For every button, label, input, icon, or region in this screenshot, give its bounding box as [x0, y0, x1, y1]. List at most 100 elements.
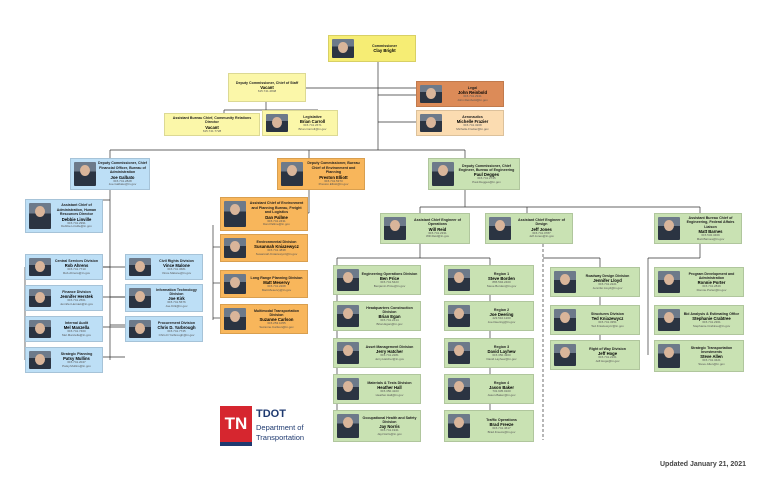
hq-construction-photo — [337, 305, 359, 327]
node-name: Jennifer Lloyd — [593, 278, 622, 284]
node-email: John.Reinbold@tn.gov — [457, 97, 488, 102]
finance-photo — [29, 289, 51, 307]
node-title: Commissioner — [372, 43, 397, 48]
node-title: Strategic Planning — [60, 351, 93, 356]
region-4-photo — [448, 378, 470, 400]
node-name: Mel Manzella — [63, 325, 90, 331]
node-phone: 615.741.2281 — [380, 353, 399, 358]
logo-line-3: Transportation — [256, 433, 305, 442]
node-name: Jason Baker — [489, 385, 514, 391]
node-email: Jay.Norris@tn.gov — [377, 431, 402, 436]
occupational-health-box: Occupational Health and Safety Division … — [333, 410, 421, 442]
node-email: Steve.Borden@tn.gov — [486, 283, 517, 288]
region-2-photo — [448, 305, 470, 327]
asset-management-photo — [337, 342, 359, 364]
chief-engineer-box: Deputy Commissioner, Chief Engineer, Bur… — [428, 158, 520, 190]
node-phone: 615.741.2848 — [257, 89, 277, 94]
node-name: Jerry Hatcher — [375, 349, 403, 355]
program-development-box: Program Development and Administration R… — [654, 267, 744, 297]
design-photo — [489, 217, 511, 240]
node-name: John Reinbold — [457, 90, 488, 96]
node-phone: 615.350.4103 — [380, 389, 399, 394]
program-development-photo — [658, 271, 680, 293]
node-phone: 615.741.7745 — [167, 329, 186, 334]
node-phone: 615.741.3681 — [167, 267, 186, 272]
node-name: Dan Pallme — [265, 214, 288, 220]
node-phone: 865.594.2400 — [492, 280, 511, 285]
node-phone: 615.741.2561 — [67, 298, 86, 303]
long-range-box: Long Range Planning Division Matt Meserv… — [220, 270, 308, 298]
node-name: Paul Degges — [473, 172, 500, 178]
node-phone: 615.741.2745 — [477, 176, 496, 181]
node-email: Debbie.Linville@tn.gov — [61, 224, 92, 229]
engineering-operations-photo — [337, 269, 359, 291]
hr-photo — [29, 203, 51, 229]
node-phone: 615.741.2221 — [598, 282, 617, 287]
structures-box: Structures Division Ted Kniazewycz 615.7… — [550, 305, 640, 335]
node-phone: 615.350.4300 — [492, 353, 511, 358]
node-email: Jason.Baker@tn.gov — [487, 392, 516, 397]
node-phone: 615.741.2991 — [67, 220, 86, 225]
node-title: Deputy Commissioner, Bureau Chief of Env… — [307, 161, 360, 175]
node-title: Civil Rights Division — [159, 258, 194, 263]
node-name: Will Reid — [428, 226, 447, 232]
node-email: David.Layhew@tn.gov — [486, 356, 517, 361]
node-email: Mel.Manzella@tn.gov — [62, 332, 91, 337]
node-name: Ben Price — [379, 276, 400, 282]
cfo-box: Deputy Commissioner, Chief Financial Off… — [70, 158, 150, 190]
tn-logo-mark: TN — [220, 406, 252, 446]
node-email: Brad.Freeze@tn.gov — [487, 429, 516, 434]
node-phone: 615.741.2208 — [267, 284, 286, 289]
env-assistant-photo — [224, 201, 246, 227]
aeronautics-box: Aeronautics Michelle Frazier 615.741.320… — [416, 110, 504, 136]
node-name: Matt Meservy — [263, 280, 290, 286]
node-email: Jerry.Hatcher@tn.gov — [375, 356, 404, 361]
env-assistant-box: Assistant Chief of Environment and Plann… — [220, 197, 308, 231]
region-3-photo — [448, 342, 470, 364]
node-email: Matt.Meservy@tn.gov — [261, 287, 292, 292]
chief-of-staff-box: Deputy Commissioner, Chief of Staff Vaca… — [228, 73, 306, 102]
multimodal-box: Multimodal Transportation Division Suzan… — [220, 304, 308, 334]
node-title: Region 3 — [493, 344, 510, 349]
node-email: Heather.Hall@tn.gov — [375, 392, 404, 397]
node-email: Joe.Kirk@tn.gov — [165, 303, 188, 308]
strategic-transportation-photo — [658, 344, 680, 368]
node-name: Heather Hall — [377, 385, 402, 391]
node-email: Jennifer.Lloyd@tn.gov — [592, 285, 623, 290]
materials-tests-photo — [337, 378, 359, 400]
node-email: Preston.Elliott@tn.gov — [318, 182, 349, 187]
node-title: Central Services Division — [54, 258, 99, 263]
node-name: Steve Borden — [488, 276, 515, 282]
node-title: Traffic Operations — [486, 417, 517, 422]
long-range-photo — [224, 274, 246, 294]
node-name: Vacant — [260, 85, 274, 91]
region-1-box: Region 1 Steve Borden 865.594.2400 Steve… — [444, 265, 534, 295]
node-title: Bid Analysis & Estimating Office — [683, 311, 740, 316]
logo-line-1: TDOT — [256, 408, 286, 420]
region-1-photo — [448, 269, 470, 291]
node-name: Vince Malone — [163, 263, 190, 269]
node-name: Brad Freeze — [489, 422, 514, 428]
federal-affairs-box: Assistant Bureau Chief of Engineering, F… — [654, 213, 742, 244]
node-email: Jeff.Hoge@tn.gov — [595, 358, 620, 363]
node-phone: 615.741.2331 — [428, 230, 447, 235]
node-name: Ted Kniazewycz — [591, 316, 624, 322]
node-title: Procurement Division — [157, 320, 196, 325]
node-title: Assistant Bureau Chief of Engineering, F… — [686, 215, 735, 229]
it-box: Information Technology Division Joe Kirk… — [125, 284, 203, 312]
roadway-design-photo — [554, 271, 576, 293]
node-phone: 615.741.7710 — [67, 267, 86, 272]
design-box: Assistant Chief Engineer of Design Jeff … — [485, 213, 573, 244]
node-name: Michelle Frazier — [456, 119, 489, 125]
node-email: Rob.Ahrens@tn.gov — [62, 270, 91, 275]
node-title: Multimodal Transportation Division — [253, 308, 300, 317]
node-name: Rob Ahrens — [64, 263, 89, 269]
procurement-box: Procurement Division Chris D. Yarbrough … — [125, 316, 203, 342]
right-of-way-photo — [554, 344, 576, 366]
node-title: Assistant Chief of Environment and Plann… — [249, 201, 304, 215]
federal-affairs-photo — [658, 217, 680, 240]
region-3-box: Region 3 David Layhew 615.350.4300 David… — [444, 338, 534, 368]
node-name: Joe Galbato — [110, 174, 135, 180]
node-phone: 615.741.1941 — [380, 428, 399, 433]
operations-photo — [384, 217, 406, 240]
